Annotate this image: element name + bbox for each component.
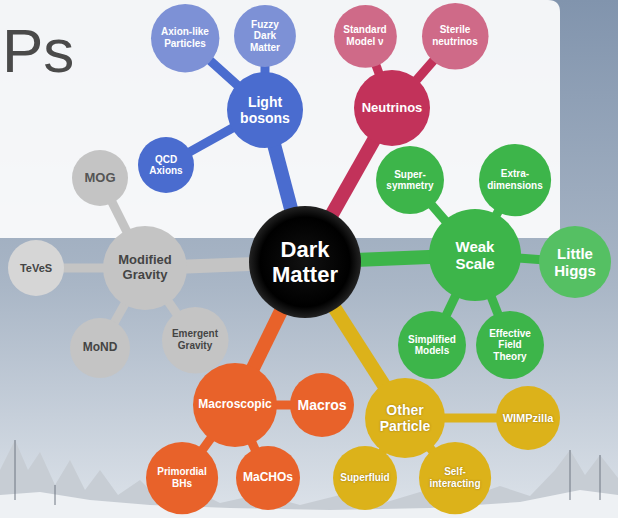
- leaf-circle: Extra- dimensions: [479, 144, 551, 216]
- circle-fill: [236, 446, 300, 510]
- leaf-circle: MOG: [72, 150, 128, 206]
- circle-fill: [476, 311, 544, 379]
- branch-circle: Weak Scale: [429, 209, 521, 301]
- leaf-circle: Emergent Gravity: [162, 307, 229, 374]
- branch-connector: [181, 264, 255, 267]
- leaf-circle: MaCHOs: [236, 446, 300, 510]
- branch-circle: Other Particle: [365, 378, 445, 458]
- leaf-circle: Super- symmetry: [376, 146, 444, 214]
- leaf-circle: QCD Axions: [138, 137, 194, 193]
- leaf-circle: Simplified Models: [398, 311, 466, 379]
- node-label: Effective Field Theory: [485, 328, 535, 363]
- node-label: Little Higgs: [550, 245, 600, 280]
- branch-connector: [330, 136, 377, 219]
- circle-fill: [376, 146, 444, 214]
- leaf-circle: Standard Model ν: [334, 5, 397, 68]
- leaf-circle: Fuzzy Dark Matter: [234, 5, 296, 67]
- slide-title-fragment: Ps: [2, 20, 74, 82]
- circle-fill: [539, 226, 611, 298]
- circle-fill: [398, 311, 466, 379]
- circle-fill: [422, 3, 489, 70]
- branch-circle: Light bosons: [227, 72, 303, 148]
- node-label: Emergent Gravity: [167, 328, 223, 351]
- node-label: Neutrinos: [362, 101, 423, 116]
- central-circle: Dark Matter: [249, 206, 361, 318]
- circle-fill: [354, 70, 430, 146]
- node-label: Macroscopic: [198, 398, 271, 412]
- circle-fill: [479, 144, 551, 216]
- circle-fill: [249, 206, 361, 318]
- branch-connector: [206, 57, 241, 89]
- circle-fill: [70, 318, 130, 378]
- circle-fill: [103, 226, 187, 310]
- node-label: Light bosons: [235, 94, 295, 126]
- leaf-circle: TeVeS: [8, 240, 64, 296]
- circle-fill: [151, 4, 219, 72]
- circle-fill: [8, 240, 64, 296]
- snowy-trees: [0, 440, 618, 518]
- branch-connector: [58, 264, 109, 273]
- node-label: Fuzzy Dark Matter: [243, 19, 287, 54]
- circle-fill: [234, 5, 296, 67]
- node-label: Sterile neutrinos: [427, 24, 483, 47]
- circle-fill: [429, 209, 521, 301]
- snow-cover: [0, 490, 618, 518]
- branch-connector: [332, 304, 387, 389]
- branch-connector: [355, 257, 435, 260]
- circle-fill: [419, 442, 491, 514]
- leaf-circle: Self- interacting: [419, 442, 491, 514]
- circle-fill: [365, 378, 445, 458]
- node-label: Weak Scale: [445, 238, 505, 273]
- node-label: Axion-like Particles: [156, 26, 214, 49]
- circle-fill: [162, 307, 229, 374]
- circle-fill: [72, 150, 128, 206]
- central-title: Dark Matter: [260, 237, 350, 288]
- circle-fill: [496, 386, 560, 450]
- node-label: MaCHOs: [243, 471, 293, 485]
- node-label: Super- symmetry: [382, 169, 438, 192]
- node-label: TeVeS: [20, 262, 52, 275]
- branch-connector: [273, 141, 292, 214]
- leaf-circle: Superfluid: [333, 446, 397, 510]
- leaf-circle: Little Higgs: [539, 226, 611, 298]
- node-label: Self- interacting: [424, 466, 486, 489]
- branch-connector: [251, 307, 283, 373]
- node-label: Other Particle: [375, 402, 435, 434]
- circle-fill: [227, 72, 303, 148]
- circle-fill: [290, 373, 354, 437]
- node-label: MOG: [84, 171, 115, 186]
- node-label: Simplified Models: [404, 334, 460, 357]
- circle-fill: [138, 137, 194, 193]
- branch-circle: Modified Gravity: [103, 226, 187, 310]
- node-label: Modified Gravity: [112, 253, 178, 283]
- node-label: MoND: [83, 341, 118, 355]
- circle-fill: [193, 363, 277, 447]
- leaf-circle: Macros: [290, 373, 354, 437]
- leaf-circle: Effective Field Theory: [476, 311, 544, 379]
- branch-connector: [185, 126, 237, 155]
- leaf-circle: Axion-like Particles: [151, 4, 219, 72]
- circle-fill: [146, 442, 218, 514]
- branch-connector: [439, 414, 502, 423]
- node-label: Macros: [297, 397, 346, 413]
- leaf-circle: WIMPzilla: [496, 386, 560, 450]
- node-label: Standard Model ν: [339, 24, 391, 47]
- leaf-circle: Primordial BHs: [146, 442, 218, 514]
- tree-branches: [15, 440, 600, 505]
- slide-panel: [0, 0, 560, 238]
- leaf-circle: Sterile neutrinos: [422, 3, 489, 70]
- branch-circle: Macroscopic: [193, 363, 277, 447]
- circle-fill: [334, 5, 397, 68]
- node-label: Superfluid: [340, 472, 389, 484]
- node-label: Primordial BHs: [151, 466, 213, 489]
- branch-connector: [110, 198, 129, 236]
- node-label: WIMPzilla: [503, 412, 554, 425]
- circle-fill: [333, 446, 397, 510]
- node-label: Extra- dimensions: [484, 168, 546, 191]
- node-label: QCD Axions: [144, 154, 188, 177]
- leaf-circle: MoND: [70, 318, 130, 378]
- branch-circle: Neutrinos: [354, 70, 430, 146]
